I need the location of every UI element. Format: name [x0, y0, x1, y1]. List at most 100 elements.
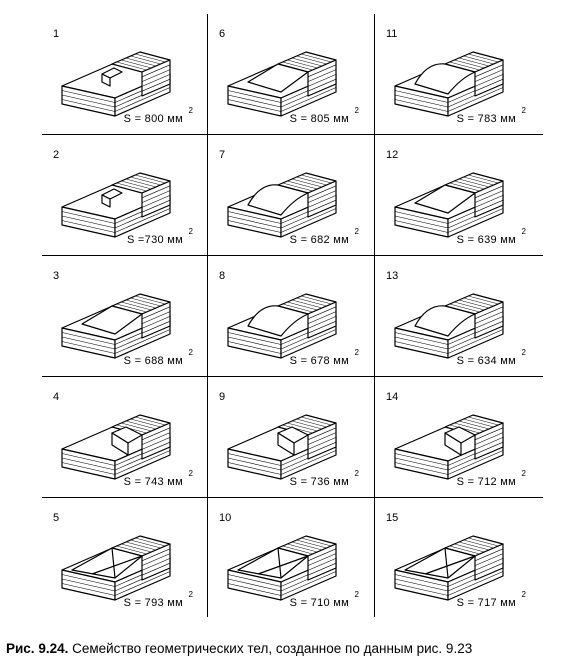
figure-number: 6: [219, 28, 226, 40]
figure-cell: 11 S = 783 мм 2: [375, 14, 540, 133]
area-unit-exponent: 2: [521, 227, 526, 236]
solid-illustration: [394, 172, 504, 238]
area-unit-exponent: 2: [354, 348, 359, 357]
figure-cell: 9 S = 736 мм 2: [208, 377, 373, 496]
solid-drawing: [227, 414, 337, 480]
figure-cell: 8 S = 678 мм 2: [208, 256, 373, 375]
area-label: S = 736 мм: [289, 476, 349, 488]
area-unit-exponent: 2: [188, 227, 193, 236]
area-label: S = 783 мм: [456, 113, 516, 125]
figure-number: 9: [219, 391, 226, 403]
solid-illustration: [394, 51, 504, 117]
solid-drawing: [227, 51, 337, 117]
area-label: S = 639 мм: [456, 234, 516, 246]
grid-divider: [42, 134, 543, 135]
area-unit-exponent: 2: [188, 469, 193, 478]
area-unit-exponent: 2: [354, 106, 359, 115]
solid-illustration: [61, 51, 171, 117]
figure-number: 12: [386, 149, 399, 161]
figure-number: 4: [53, 391, 60, 403]
solid-illustration: [227, 172, 337, 238]
figure-cell: 2 S =730 мм 2: [42, 135, 207, 254]
figure-number: 2: [53, 149, 60, 161]
solid-illustration: [227, 535, 337, 601]
figure-cell: 6 S = 805 мм 2: [208, 14, 373, 133]
area-label: S = 634 мм: [456, 355, 516, 367]
area-label: S = 678 мм: [289, 355, 349, 367]
figure-number: 3: [53, 270, 60, 282]
area-unit-exponent: 2: [521, 106, 526, 115]
area-label: S = 682 мм: [289, 234, 349, 246]
figure-cell: 10 S = 710 мм 2: [208, 498, 373, 617]
solid-illustration: [394, 414, 504, 480]
area-label: S = 688 мм: [123, 355, 183, 367]
figure-cell: 1 S = 800 мм 2: [42, 14, 207, 133]
grid-divider: [374, 14, 375, 617]
solid-drawing: [227, 535, 337, 601]
figure-cell: 14 S = 712 мм 2: [375, 377, 540, 496]
figure-caption: Рис. 9.24. Семейство геометрических тел,…: [6, 641, 472, 656]
figure-number: 14: [386, 391, 399, 403]
figure-number: 13: [386, 270, 399, 282]
solid-drawing: [61, 293, 171, 359]
area-unit-exponent: 2: [188, 348, 193, 357]
figure-cell: 4 S = 743 мм 2: [42, 377, 207, 496]
solid-illustration: [61, 535, 171, 601]
solid-drawing: [227, 293, 337, 359]
caption-label: Рис. 9.24.: [6, 641, 69, 656]
figure-number: 7: [219, 149, 226, 161]
solid-drawing: [394, 414, 504, 480]
area-label: S = 805 мм: [289, 113, 349, 125]
figure-grid: 1 S = 800 мм 2 6 S = 805 мм 2 11 S = 783 мм 2 2 S …: [42, 14, 543, 617]
solid-drawing: [394, 172, 504, 238]
solid-illustration: [61, 414, 171, 480]
area-unit-exponent: 2: [188, 590, 193, 599]
area-unit-exponent: 2: [188, 106, 193, 115]
area-unit-exponent: 2: [354, 469, 359, 478]
solid-drawing: [61, 414, 171, 480]
figure-cell: 7 S = 682 мм 2: [208, 135, 373, 254]
figure-number: 15: [386, 512, 399, 524]
area-label: S = 793 мм: [123, 597, 183, 609]
figure-cell: 13 S = 634 мм 2: [375, 256, 540, 375]
figure-number: 5: [53, 512, 60, 524]
figure-cell: 5 S = 793 мм 2: [42, 498, 207, 617]
area-unit-exponent: 2: [521, 590, 526, 599]
figure-cell: 3 S = 688 мм 2: [42, 256, 207, 375]
solid-drawing: [227, 172, 337, 238]
area-unit-exponent: 2: [354, 590, 359, 599]
solid-illustration: [227, 293, 337, 359]
grid-divider: [42, 497, 543, 498]
area-label: S = 710 мм: [289, 597, 349, 609]
solid-drawing: [61, 535, 171, 601]
caption-text: Семейство геометрических тел, созданное …: [68, 641, 473, 656]
solid-drawing: [61, 172, 171, 238]
figure-cell: 12 S = 639 мм 2: [375, 135, 540, 254]
figure-number: 10: [219, 512, 232, 524]
solid-illustration: [227, 51, 337, 117]
area-label: S = 717 мм: [456, 597, 516, 609]
solid-drawing: [394, 293, 504, 359]
solid-illustration: [394, 293, 504, 359]
solid-illustration: [394, 535, 504, 601]
figure-number: 8: [219, 270, 226, 282]
solid-illustration: [61, 293, 171, 359]
solid-illustration: [227, 414, 337, 480]
figure-number: 1: [53, 28, 60, 40]
area-unit-exponent: 2: [354, 227, 359, 236]
area-label: S =730 мм: [126, 234, 183, 246]
area-label: S = 800 мм: [123, 113, 183, 125]
solid-illustration: [61, 172, 171, 238]
figure-cell: 15 S = 717 мм 2: [375, 498, 540, 617]
grid-divider: [207, 14, 208, 617]
solid-drawing: [394, 51, 504, 117]
grid-divider: [42, 376, 543, 377]
area-label: S = 743 мм: [123, 476, 183, 488]
area-unit-exponent: 2: [521, 348, 526, 357]
area-unit-exponent: 2: [521, 469, 526, 478]
area-label: S = 712 мм: [456, 476, 516, 488]
solid-drawing: [61, 51, 171, 117]
grid-divider: [42, 255, 543, 256]
solid-drawing: [394, 535, 504, 601]
figure-number: 11: [386, 28, 398, 40]
